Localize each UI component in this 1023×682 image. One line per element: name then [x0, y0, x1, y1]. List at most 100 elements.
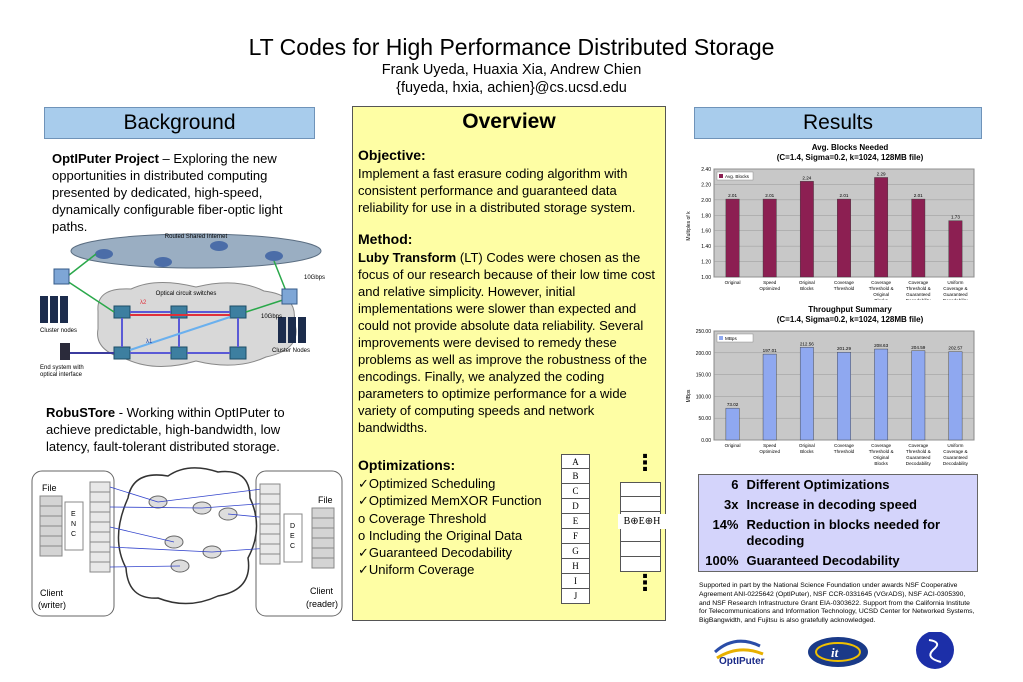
bar [948, 351, 963, 441]
writer-encoded-blocks [89, 481, 111, 573]
chart-title: Avg. Blocks Needed [812, 143, 889, 152]
encode-block: E [561, 514, 590, 529]
x-tick-label: Speed [763, 443, 777, 448]
bar [725, 407, 740, 441]
bar [762, 353, 777, 441]
x-tick-label: Uniform [947, 443, 963, 448]
encode-block: B [561, 469, 590, 484]
reader-encoded-blocks [259, 483, 281, 565]
x-tick-label: Guaranteed [943, 292, 968, 297]
dec-c: C [290, 543, 295, 550]
encode-block: H [561, 559, 590, 574]
switch-icon [229, 346, 247, 360]
x-tick-label: Coverage & [943, 286, 967, 291]
table-cell-number: 6 [731, 477, 739, 492]
legend-label: Avg. Blocks [725, 174, 750, 179]
x-tick-label: Original [725, 280, 741, 285]
lambda2-label: λ2 [140, 300, 147, 306]
switch-icon [170, 346, 188, 360]
sponsor-logos: OptIPuter it [713, 632, 954, 669]
x-tick-label: Threshold & [869, 286, 894, 291]
left-cluster-icon [40, 296, 68, 323]
bar-value-label: 2.01 [840, 193, 849, 198]
x-tick-label: Speed [763, 280, 777, 285]
y-axis-label: Multiples of k [686, 211, 692, 241]
blocks-needed-chart: Avg. Blocks Needed (C=1.4, Sigma=0.2, k=… [686, 143, 975, 300]
poster-title: LT Codes for High Performance Distribute… [248, 34, 775, 60]
switch-icon [229, 305, 247, 319]
x-tick-label: Original [873, 455, 889, 460]
optimizations-list: ✓Optimized Scheduling ✓Optimized MemXOR … [358, 475, 542, 579]
x-tick-label: Coverage [908, 443, 928, 448]
decode-block [620, 482, 661, 497]
x-tick-label: Decodability [943, 298, 969, 300]
overview-panel: Overview Objective: Implement a fast era… [352, 106, 666, 621]
x-tick-label: Coverage [834, 443, 854, 448]
y-tick-label: 50.00 [698, 416, 711, 422]
switch-icon [113, 305, 131, 319]
poster-emails: {fuyeda, hxia, achien}@cs.ucsd.edu [396, 80, 627, 96]
bar-value-label: 2.01 [728, 193, 737, 198]
router-icon [265, 251, 283, 261]
bar-value-label: 201.29 [837, 346, 851, 351]
optimization-item: ✓Uniform Coverage [358, 562, 475, 578]
calit2-logo-text: it [831, 645, 839, 660]
x-tick-label: Blocks [800, 286, 814, 291]
cluster-nodes-left-label: Cluster nodes [40, 328, 77, 334]
bar-value-label: 212.56 [800, 341, 814, 346]
bar [874, 177, 889, 278]
encode-block: I [561, 574, 590, 589]
bar-value-label: 202.57 [948, 346, 962, 351]
decode-block [620, 527, 661, 542]
encode-block: A [561, 454, 590, 469]
bar-value-label: 197.01 [763, 348, 777, 353]
x-tick-label: Optimized [759, 449, 780, 454]
end-system-icon [60, 343, 70, 360]
right-gateway-icon [281, 288, 298, 305]
table-cell-number: 14% [712, 517, 739, 532]
legend: MBps [716, 333, 754, 343]
optical-switches-label: Optical circuit switches [156, 291, 217, 297]
bar [948, 220, 963, 278]
decoder-box [283, 513, 303, 563]
y-tick-label: 1.00 [701, 275, 711, 281]
x-tick-label: Original [799, 280, 815, 285]
ellipsis-bottom-icon: ⋮ [634, 570, 656, 595]
bar-value-label: 1.73 [951, 215, 960, 220]
encode-block: F [561, 529, 590, 544]
table-cell-number: 3x [724, 497, 739, 512]
bar-value-label: 2.24 [802, 175, 811, 180]
legend-swatch [719, 174, 723, 178]
table-cell-text: Different Optimizations [746, 477, 890, 492]
lightpaths [129, 314, 231, 351]
calit2-logo: it [808, 637, 868, 667]
enc-e: E [71, 511, 76, 518]
results-heading: Results [694, 107, 982, 139]
y-tick-label: 2.20 [701, 182, 711, 188]
bar [725, 198, 740, 278]
optiputer-text: – Exploring the new opportunities in dis… [52, 151, 283, 234]
objective-text: Implement a fast erasure coding algorith… [358, 166, 636, 215]
optiputer-logo-text: OptIPuter [719, 656, 765, 667]
x-tick-label: Threshold [834, 449, 855, 454]
method-heading: Method: [358, 231, 413, 247]
decode-block [620, 557, 661, 572]
bar [837, 198, 851, 278]
y-tick-label: 2.40 [701, 167, 711, 173]
x-tick-label: Blocks [874, 461, 888, 466]
robustore-paragraph: RobuSTore - Working within OptIPuter to … [46, 404, 316, 455]
optimizations-heading: Optimizations: [358, 457, 456, 473]
network-diagram: Routed Shared Internet Optical circuit s… [40, 233, 325, 378]
client-writer-label-2: (writer) [38, 600, 66, 610]
client-reader-label-2: (reader) [306, 599, 338, 609]
x-tick-label: Coverage [871, 443, 891, 448]
decode-block [620, 497, 661, 512]
bar [762, 198, 777, 278]
right-cluster-icon [278, 317, 306, 343]
ucsd-seal-logo [916, 632, 954, 669]
client-reader-label: Client [310, 586, 334, 596]
optimization-item: ✓Optimized Scheduling [358, 476, 496, 491]
encoder-box [64, 501, 84, 551]
bar-value-label: 2.01 [765, 193, 774, 198]
